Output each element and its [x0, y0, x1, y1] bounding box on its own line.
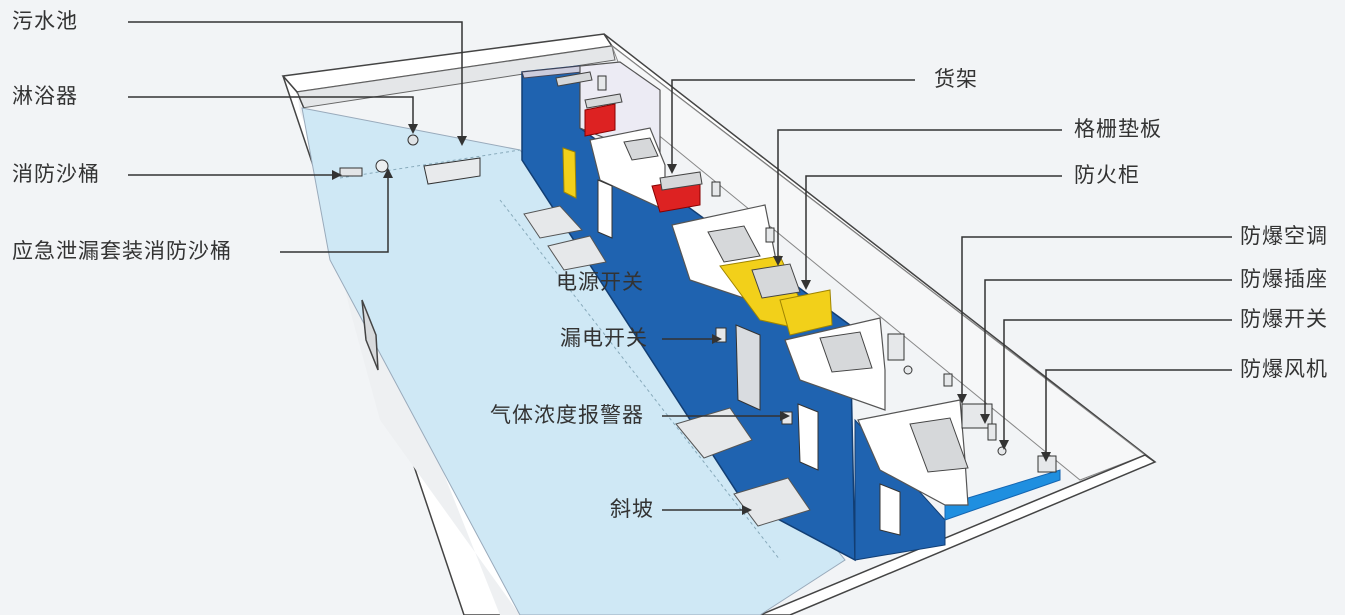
label-power-switch: 电源开关 — [556, 270, 644, 294]
leader-lines — [128, 21, 1232, 511]
label-shower: 淋浴器 — [12, 84, 78, 108]
cabinet-yellow-2 — [779, 289, 833, 336]
label-fireproof-cabinet: 防火柜 — [1074, 163, 1140, 187]
shower-fixture — [407, 134, 419, 146]
label-ramp: 斜坡 — [610, 497, 654, 521]
outer-wall-front — [759, 454, 1157, 615]
label-spill-kit-sand-bucket: 应急泄漏套装消防沙桶 — [12, 239, 232, 263]
label-ex-socket: 防爆插座 — [1240, 267, 1328, 291]
door-yellow — [562, 147, 577, 199]
label-shelf: 货架 — [934, 67, 978, 91]
door-4 — [797, 403, 819, 471]
door-5 — [879, 483, 901, 536]
label-grating-pad: 格栅垫板 — [1074, 117, 1162, 141]
label-ex-switch: 防爆开关 — [1240, 307, 1328, 331]
label-leakage-switch: 漏电开关 — [560, 326, 648, 350]
label-ex-aircon: 防爆空调 — [1240, 224, 1328, 248]
wall-fixtures — [597, 75, 1057, 473]
label-ex-fan: 防爆风机 — [1240, 357, 1328, 381]
door-2 — [597, 179, 613, 239]
dotted-boundary-2 — [499, 199, 781, 561]
label-gas-alarm: 气体浓度报警器 — [490, 403, 644, 427]
door-3 — [735, 324, 761, 411]
grating-pads — [555, 71, 969, 473]
blue-strip — [944, 469, 1061, 521]
label-fire-sand-bucket: 消防沙桶 — [12, 162, 100, 186]
sewage-pool — [423, 157, 481, 185]
dotted-boundary — [339, 149, 521, 179]
arrowheads — [332, 124, 1051, 515]
side-door — [361, 299, 379, 371]
sand-bucket-fixture — [375, 159, 389, 173]
fire-sand-bucket-fixture — [339, 167, 363, 177]
label-sewage-pool: 污水池 — [12, 9, 78, 33]
ramps — [523, 205, 811, 527]
cabinet-red-1 — [584, 103, 616, 137]
